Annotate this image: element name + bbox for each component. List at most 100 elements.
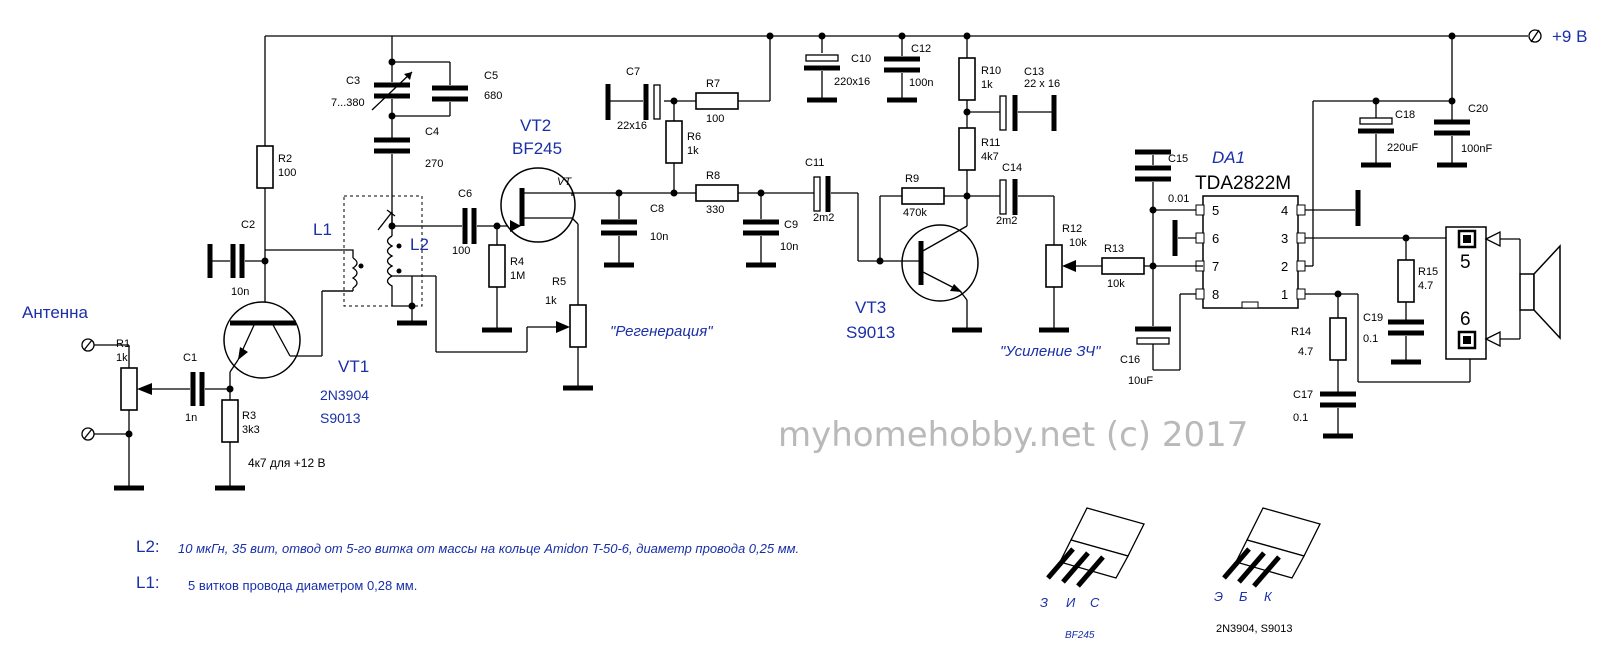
supply-label: +9 В	[1552, 27, 1587, 46]
r7-name: R7	[706, 78, 720, 90]
output-connector: 5 6	[1445, 226, 1561, 360]
pinout-npn: Э Б К 2N3904, S9013	[1214, 507, 1321, 635]
r3-resistor	[221, 399, 239, 443]
l2-name: L2	[410, 235, 429, 254]
r5-value: 1k	[545, 295, 557, 307]
c16-value: 10uF	[1128, 375, 1153, 387]
c10-name: C10	[851, 53, 871, 65]
coil-notes: L2: 10 мкГн, 35 вит, отвод от 5-го витка…	[136, 537, 799, 593]
r15-resistor	[1397, 259, 1415, 303]
r11-resistor	[958, 127, 976, 171]
c16-name: C16	[1120, 354, 1140, 366]
vt1-type-1: 2N3904	[320, 387, 369, 403]
r7-resistor	[695, 92, 739, 110]
r6-resistor	[665, 120, 683, 164]
r12-value: 10k	[1069, 237, 1087, 249]
r15-name: R15	[1418, 266, 1438, 278]
supply-capacitors: C10 220x16 C12 100n	[804, 36, 933, 103]
da1-amplifier: DA1 TDA2822M 5 6 7 8 4 3 2 1 C15 0.01	[1120, 36, 1492, 439]
note-l1-text: 5 витков провода диаметром 0,28 мм.	[188, 578, 417, 593]
r15-value: 4.7	[1418, 280, 1433, 292]
ic-pin-7: 7	[1212, 259, 1219, 274]
c15-value: 0.01	[1168, 193, 1189, 205]
r1-resistor	[120, 367, 138, 411]
c11-value: 2m2	[813, 212, 834, 224]
c5-value: 680	[484, 90, 502, 102]
vt2-stage: C6 100 R4 1M VT VT2 BF245 R5 1k "Регенер…	[392, 116, 713, 391]
c11-name: C11	[805, 157, 824, 169]
antenna-label: Антенна	[22, 303, 89, 322]
r10-value: 1k	[981, 79, 993, 91]
c1-value: 1n	[185, 412, 197, 424]
r9-name: R9	[905, 173, 919, 185]
r2-value: 100	[278, 167, 296, 179]
r6-name: R6	[687, 131, 701, 143]
pinout-caption-bf245: BF245	[1065, 630, 1095, 641]
tuning-capacitors: C3 7...380 C5 680 C4 270	[331, 36, 502, 226]
pinout-letter-e: Э	[1214, 589, 1223, 604]
r11-name: R11	[981, 137, 1000, 149]
pinout-bf245: З И С BF245	[1040, 507, 1145, 641]
r2-resistor	[256, 145, 274, 189]
c19-value: 0.1	[1363, 333, 1378, 345]
connector-pin-6: 6	[1460, 309, 1471, 330]
vt1-stage: R2 100 C2 10n VT1 2N3904 S9013 R3 3k3 4к…	[207, 36, 369, 491]
c20-name: C20	[1468, 103, 1488, 115]
c11-plate	[813, 176, 821, 212]
ic-pin-5: 5	[1212, 203, 1219, 218]
connector-pin-5: 5	[1460, 252, 1471, 273]
r10-resistor	[958, 57, 976, 101]
c8-name: C8	[650, 203, 664, 215]
c6-value: 100	[452, 245, 470, 257]
c2-value: 10n	[231, 286, 249, 298]
l2-winding	[386, 235, 394, 306]
r3-note: 4к7 для +12 В	[248, 456, 325, 470]
r14-name: R14	[1291, 326, 1311, 338]
da1-type: TDA2822M	[1195, 173, 1291, 194]
c7-plate	[653, 84, 661, 120]
vt2-type: BF245	[512, 139, 562, 158]
r9-resistor	[901, 187, 945, 205]
volume-control: R12 10k "Усиление ЗЧ" R13 10k	[1000, 223, 1203, 360]
c13-value: 22 x 16	[1024, 78, 1060, 90]
c12-name: C12	[911, 43, 931, 55]
r4-resistor	[488, 244, 506, 288]
ic-pin-2: 2	[1281, 259, 1288, 274]
watermark: myhomehobby.net (c) 2017	[778, 415, 1248, 455]
r6-value: 1k	[687, 145, 699, 157]
vt1-name: VT1	[338, 357, 369, 376]
ic-pin-8: 8	[1212, 287, 1219, 302]
regen-label: "Регенерация"	[610, 323, 713, 340]
c5-name: C5	[484, 70, 498, 82]
coil-assembly: L1 L2	[265, 195, 570, 353]
l1-name: L1	[313, 220, 332, 239]
c14-plate	[999, 179, 1007, 215]
r14-value: 4.7	[1298, 346, 1313, 358]
c1-name: C1	[183, 352, 197, 364]
c3-value: 7...380	[331, 97, 365, 109]
r13-resistor	[1101, 257, 1145, 275]
r1-value: 1k	[116, 352, 128, 364]
r8-name: R8	[706, 170, 720, 182]
ic-pin-6: 6	[1212, 231, 1219, 246]
l1-winding	[265, 249, 358, 291]
vt1-transistor	[223, 301, 301, 379]
c15-name: C15	[1168, 153, 1188, 165]
ic-pin-4: 4	[1281, 203, 1288, 218]
r14-resistor	[1329, 317, 1347, 361]
c19-name: C19	[1363, 312, 1383, 324]
r13-name: R13	[1104, 243, 1124, 255]
c13-name: C13	[1024, 66, 1044, 78]
pinout-letter-s1: З	[1040, 595, 1048, 610]
pinout-letter-s3: С	[1090, 595, 1100, 610]
ic-body	[1202, 195, 1299, 309]
r11-value: 4k7	[981, 151, 999, 163]
pinout-letter-s2: И	[1066, 595, 1076, 610]
r8-resistor	[695, 184, 739, 202]
c2-name: C2	[241, 219, 255, 231]
r5-potentiometer	[569, 304, 587, 348]
r9-value: 470k	[903, 207, 927, 219]
pinout-letter-b: Б	[1239, 589, 1248, 604]
vt2-name: VT2	[520, 116, 551, 135]
